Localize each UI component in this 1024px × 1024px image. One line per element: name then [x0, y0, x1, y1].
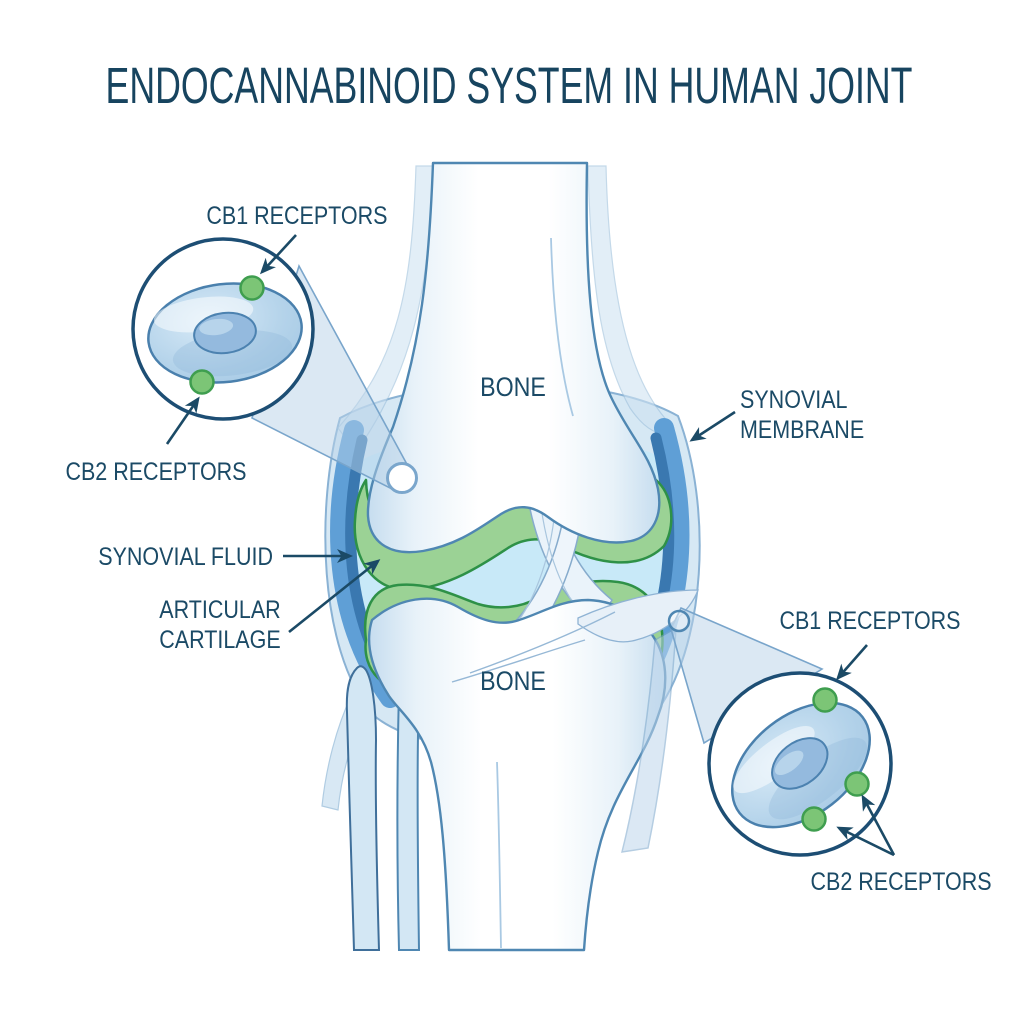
cb2-receptor-dot-left [189, 369, 215, 395]
capsule-sheet-bottom-right [620, 626, 677, 853]
cell-left-nucleus-highlight [199, 318, 234, 336]
cell-right-shade [768, 737, 868, 820]
page-title: ENDOCANNABINOID SYSTEM IN HUMAN JOINT [106, 58, 913, 115]
label-cb1-receptors-left: CB1 RECEPTORS [206, 201, 387, 229]
label-bone-upper: BONE [480, 372, 546, 402]
labels-group: CB1 RECEPTORS CB2 RECEPTORS SYNOVIAL FLU… [65, 201, 991, 895]
inset-left-cell-view [131, 237, 315, 421]
magnifier-cone-right [670, 606, 824, 745]
cb1-receptor-dot-left [239, 275, 265, 301]
title-group: ENDOCANNABINOID SYSTEM IN HUMAN JOINT [106, 58, 913, 115]
upper-bone [366, 161, 661, 554]
arrow-cb1-left [259, 234, 297, 275]
cell-right-nucleus-highlight [774, 750, 804, 776]
ligament-fiber-4 [451, 639, 586, 683]
arrow-synovial-membrane [689, 410, 736, 442]
arrow-cb2-left [165, 396, 200, 445]
fibula-strip-1 [345, 665, 381, 951]
label-bone-lower: BONE [480, 666, 546, 696]
label-cb1-receptors-right: CB1 RECEPTORS [779, 606, 960, 634]
joint-illustration [321, 161, 701, 952]
label-articular-cartilage-line2: CARTILAGE [159, 625, 280, 653]
annotation-arrows [165, 234, 896, 857]
inset-right-cell-view [707, 671, 893, 857]
lower-bone [367, 597, 667, 952]
cell-left [147, 282, 303, 384]
cb2-receptor-dot-right-1 [844, 771, 870, 797]
label-cb2-receptors-left: CB2 RECEPTORS [65, 457, 246, 485]
label-articular-cartilage-line1: ARTICULAR [159, 595, 280, 623]
label-synovial-fluid: SYNOVIAL FLUID [98, 542, 273, 570]
arrow-articular-cartilage [288, 559, 381, 634]
arrow-cb2-right-2 [836, 826, 895, 857]
cell-right [731, 701, 871, 829]
upper-bone-inner-line [550, 237, 574, 417]
cb1-receptor-dot-right [812, 687, 838, 713]
ligament-fiber-3 [469, 611, 616, 674]
magnifier-target-right [667, 609, 691, 633]
magnifier-target-left [386, 462, 418, 494]
label-synovial-membrane-line1: SYNOVIAL [740, 385, 847, 413]
label-synovial-membrane-line2: MEMBRANE [740, 415, 864, 443]
label-cb2-receptors-right: CB2 RECEPTORS [810, 867, 991, 895]
lower-bone-inner-line [496, 761, 502, 949]
cb2-receptor-dot-right-2 [801, 806, 827, 832]
arrow-cb2-right-1 [861, 794, 896, 856]
arrow-cb1-right [836, 644, 868, 681]
